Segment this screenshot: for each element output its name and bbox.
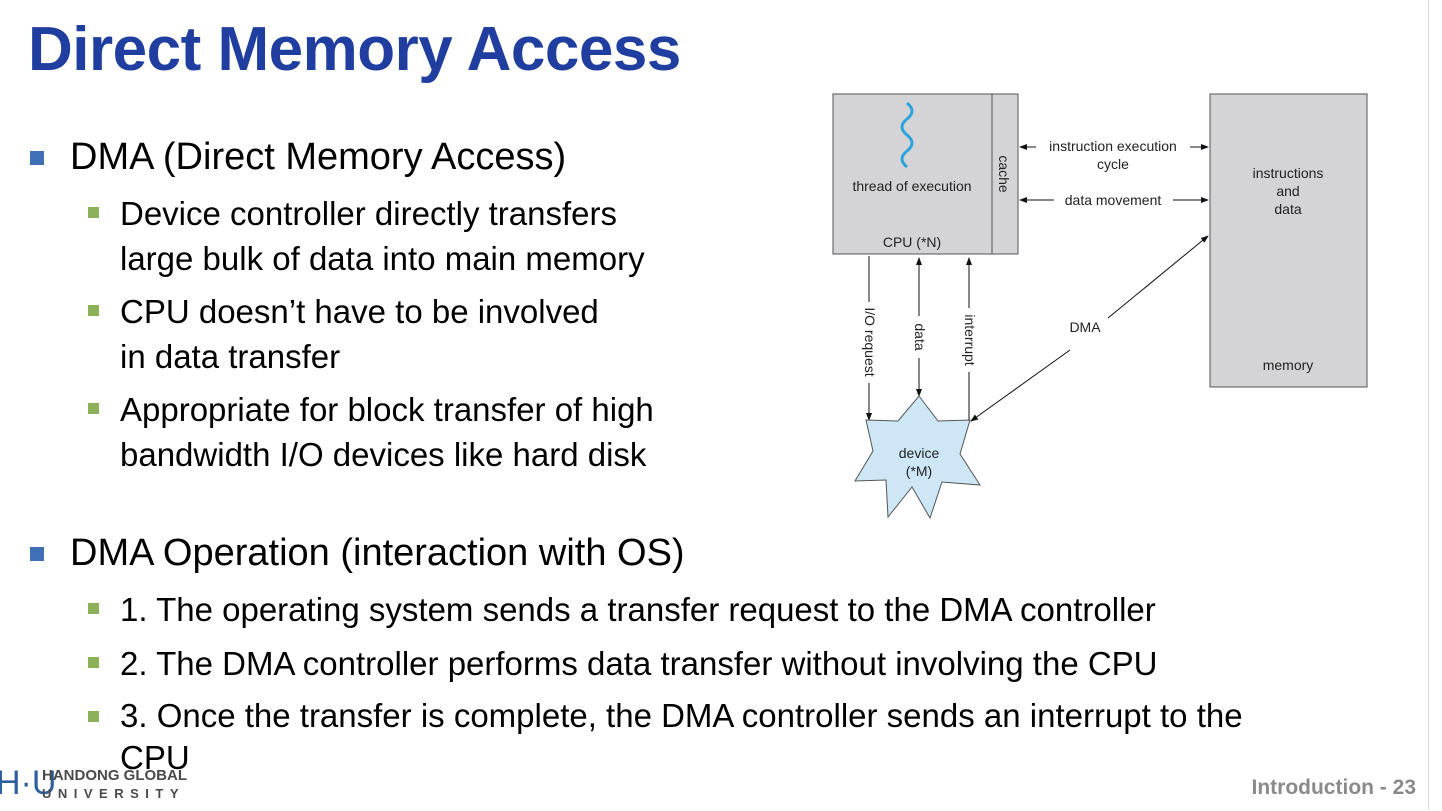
memory-label-1: instructions: [1253, 165, 1324, 181]
sub-bullet-line: bandwidth I/O devices like hard disk: [120, 436, 647, 473]
bullet-marker: [88, 657, 99, 668]
bullet-marker: [88, 305, 99, 316]
data-movement-label: data movement: [1065, 192, 1162, 208]
sub-bullet: Appropriate for block transfer of high ba…: [88, 387, 654, 477]
svg-text:HANDONG GLOBAL: HANDONG GLOBAL: [42, 767, 187, 784]
cpu-label: CPU (*N): [883, 234, 941, 250]
hgu-logo-icon: H·U HANDONG GLOBAL UNIVERSITY: [0, 764, 187, 802]
bullet-text: DMA (Direct Memory Access): [70, 136, 567, 178]
sub-bullet-line: 3. Once the transfer is complete, the DM…: [120, 697, 1243, 734]
sub-bullet-line: large bulk of data into main memory: [120, 240, 645, 277]
sub-bullet: CPU doesn’t have to be involved in data t…: [88, 289, 599, 379]
arrow-dma: [970, 349, 1071, 422]
interrupt-label: interrupt: [962, 314, 978, 365]
data-label: data: [912, 323, 928, 350]
device-star: [854, 395, 981, 520]
bullet-marker: [88, 207, 99, 218]
sub-bullet: 1. The operating system sends a transfer…: [88, 587, 1156, 632]
svg-text:H·U: H·U: [0, 764, 56, 802]
bullet-dma-operation: DMA Operation (interaction with OS): [30, 532, 685, 575]
sub-bullet-line: Appropriate for block transfer of high: [120, 391, 654, 428]
slide-edge: [1428, 0, 1429, 810]
sub-bullet-line: 2. The DMA controller performs data tran…: [120, 645, 1158, 682]
memory-label-3: data: [1274, 201, 1301, 217]
bullet-marker: [88, 403, 99, 414]
bullet-marker: [88, 711, 99, 722]
thread-label: thread of execution: [852, 178, 971, 194]
sub-bullet-line: CPU: [120, 739, 190, 776]
memory-box: [1209, 93, 1368, 388]
instr-exec-label: instruction execution: [1049, 138, 1177, 154]
sub-bullet-line: in data transfer: [120, 338, 341, 375]
sub-bullet: 2. The DMA controller performs data tran…: [88, 641, 1158, 686]
bullet-text: DMA Operation (interaction with OS): [70, 532, 685, 574]
instr-exec-label-2: cycle: [1097, 156, 1129, 172]
slide-footer: Introduction - 23: [1251, 776, 1417, 799]
dma-label: DMA: [1069, 319, 1101, 335]
bullet-marker: [88, 603, 99, 614]
memory-label-2: and: [1276, 183, 1299, 199]
device-label: device: [899, 445, 940, 461]
bullet-dma: DMA (Direct Memory Access): [30, 136, 567, 179]
sub-bullet-line: Device controller directly transfers: [120, 195, 617, 232]
bullet-marker: [30, 547, 44, 561]
sub-bullet-line: 1. The operating system sends a transfer…: [120, 591, 1156, 628]
sub-bullet: Device controller directly transfers larg…: [88, 191, 645, 281]
arrow-dma: [1107, 235, 1209, 319]
slide-title: Direct Memory Access: [28, 15, 681, 84]
sub-bullet: 3. Once the transfer is complete, the DM…: [88, 695, 1243, 779]
bullet-marker: [30, 151, 44, 165]
device-count-label: (*M): [906, 463, 932, 479]
university-logo: H·U HANDONG GLOBAL UNIVERSITY: [0, 756, 200, 811]
svg-text:UNIVERSITY: UNIVERSITY: [42, 786, 185, 801]
thread-wave-icon: [900, 101, 914, 169]
cpu-box: [832, 93, 1019, 255]
memory-label: memory: [1263, 357, 1314, 373]
cache-label: cache: [996, 155, 1012, 193]
io-request-label: I/O request: [862, 307, 878, 376]
sub-bullet-line: CPU doesn’t have to be involved: [120, 293, 599, 330]
